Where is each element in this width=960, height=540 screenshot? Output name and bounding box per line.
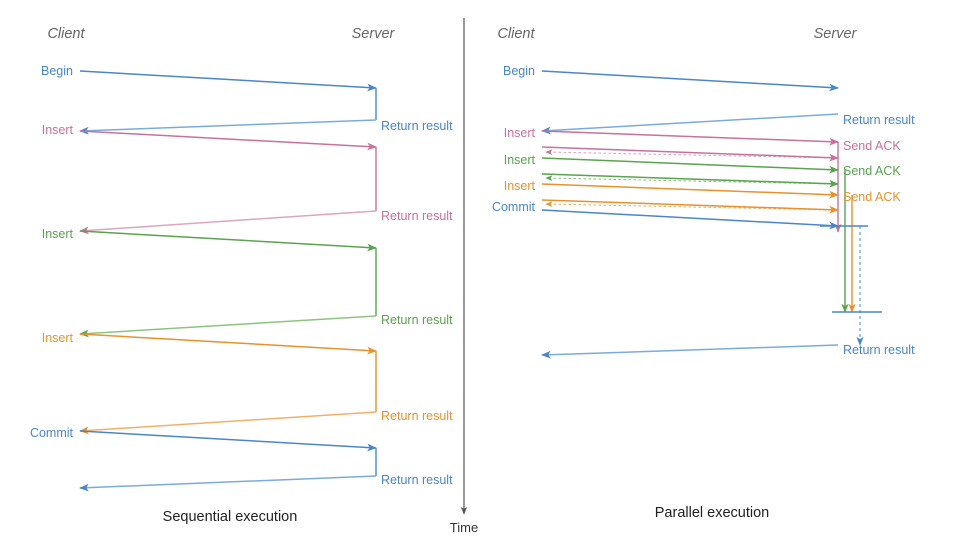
message-arrow-orange	[541, 199, 839, 214]
message-label-insert: Insert	[42, 227, 74, 241]
message-arrow-orange	[541, 183, 839, 199]
panel-caption: Parallel execution	[655, 505, 769, 521]
panel-caption: Sequential execution	[163, 509, 298, 525]
message-arrow-blue	[79, 70, 377, 92]
message-arrow-blue	[79, 475, 377, 492]
message-label-send-ack: Send ACK	[843, 164, 901, 178]
actor-label-client: Client	[47, 26, 85, 42]
ack-return-arrow-pink	[545, 149, 837, 159]
message-arrow-green	[541, 157, 839, 174]
message-label-insert: Insert	[504, 179, 536, 193]
message-arrow-blue	[541, 113, 839, 135]
message-label-return-result: Return result	[381, 209, 453, 223]
message-label-send-ack: Send ACK	[843, 139, 901, 153]
message-arrow-green	[541, 173, 839, 188]
message-label-return-result: Return result	[381, 473, 453, 487]
message-label-return-result: Return result	[381, 313, 453, 327]
message-arrow-blue	[79, 430, 377, 452]
message-label-insert: Insert	[42, 331, 74, 345]
message-arrow-green	[79, 315, 377, 338]
message-label-return-result: Return result	[843, 343, 915, 357]
message-label-insert: Insert	[504, 126, 536, 140]
message-arrow-pink	[79, 210, 377, 235]
message-arrow-blue	[79, 119, 377, 135]
message-arrow-blue	[541, 70, 839, 92]
ack-return-arrow-green	[545, 175, 837, 185]
actor-label-client: Client	[497, 26, 535, 42]
message-arrow-pink	[79, 130, 377, 151]
message-arrow-orange	[79, 411, 377, 435]
message-arrow-pink	[541, 130, 839, 146]
message-arrow-green	[79, 230, 377, 252]
time-axis-label: Time	[450, 520, 478, 535]
message-label-return-result: Return result	[843, 113, 915, 127]
message-label-send-ack: Send ACK	[843, 190, 901, 204]
message-label-begin: Begin	[41, 64, 73, 78]
message-label-commit: Commit	[492, 200, 536, 214]
message-arrow-pink	[541, 146, 839, 162]
message-arrow-blue	[541, 344, 839, 359]
ack-return-arrow-orange	[545, 201, 837, 211]
message-label-insert: Insert	[504, 153, 536, 167]
message-label-begin: Begin	[503, 64, 535, 78]
message-arrow-blue	[541, 209, 839, 230]
actor-label-server: Server	[352, 26, 396, 42]
time-axis-layer: Time	[450, 18, 478, 535]
message-arrow-orange	[79, 333, 377, 355]
message-label-commit: Commit	[30, 426, 74, 440]
actor-label-server: Server	[814, 26, 858, 42]
message-label-return-result: Return result	[381, 119, 453, 133]
message-label-return-result: Return result	[381, 409, 453, 423]
message-label-insert: Insert	[42, 123, 74, 137]
